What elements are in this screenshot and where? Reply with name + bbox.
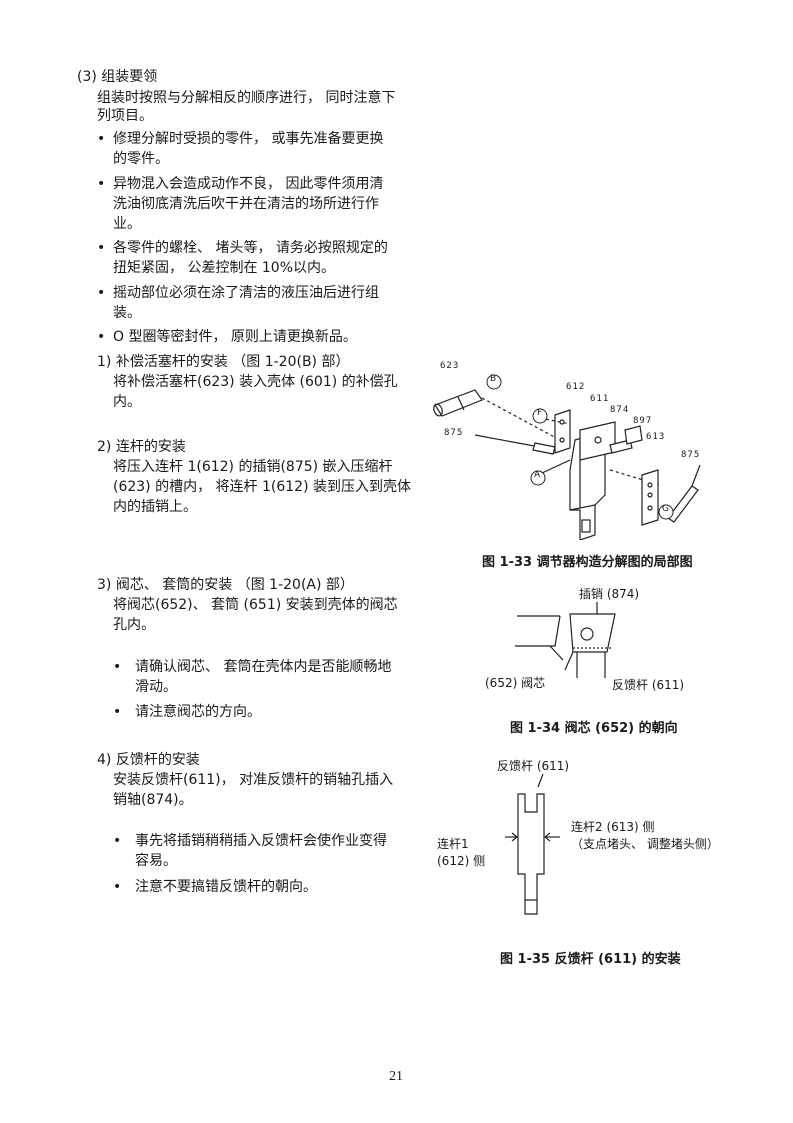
step-2-title: 2) 连杆的安装 [97,439,186,455]
fig34-spool-label: (652) 阀芯 [485,676,546,690]
figure-34-caption: 图 1-34 阀芯 (652) 的朝向 [510,721,678,736]
bullet-2-line-3: 业。 [113,216,141,232]
fig33-callout-a: A [534,470,541,480]
callout-circle-b [486,374,502,390]
callout-circle-g [658,504,674,520]
fig33-label-613: 613 [646,432,666,442]
step-4-title: 4) 反馈杆的安装 [97,752,200,768]
step-2-line-2: (623) 的槽内， 将连杆 1(612) 装到压入到壳体 [113,479,411,495]
fig35-left-label-2: (612) 侧 [437,854,486,868]
bullet-marker: • [113,704,122,720]
fig33-callout-g: G [662,504,669,514]
fig33-label-623: 623 [440,361,460,371]
step-3-note-2: 请注意阀芯的方向。 [135,704,261,720]
step-4-note-1-line-2: 容易。 [135,853,177,869]
bullet-4-line-1: 摇动部位必须在涂了清洁的液压油后进行组 [113,285,379,301]
bullet-marker: • [113,879,122,895]
fig33-label-611: 611 [590,394,610,404]
bullet-marker: • [97,240,106,256]
step-1-line-1: 将补偿活塞杆(623) 装入壳体 (601) 的补偿孔 [113,374,398,390]
step-3-line-2: 孔内。 [113,617,155,633]
bullet-1-line-1: 修理分解时受损的零件， 或事先准备要更换 [113,131,384,147]
step-4-line-2: 销轴(874)。 [113,792,193,808]
step-3-title: 3) 阀芯、 套筒的安装 （图 1-20(A) 部） [97,577,354,593]
fig33-callout-b: B [490,374,497,384]
step-3-note-1-line-1: 请确认阀芯、 套筒在壳体内是否能顺畅地 [135,659,392,675]
bullet-marker: • [97,329,106,345]
bullet-5-line-1: O 型圈等密封件， 原则上请更换新品。 [113,329,357,345]
fig34-pin-label: 插销 (874) [579,587,640,601]
bullet-1-line-2: 的零件。 [113,151,169,167]
fig35-left-label-1: 连杆1 [437,837,469,851]
step-2-line-3: 内的插销上。 [113,499,197,515]
intro-line-2: 列项目。 [97,108,153,124]
step-1-title: 1) 补偿活塞杆的安装 （图 1-20(B) 部） [97,354,350,370]
figure-34-drawing [515,602,616,678]
bullet-2-line-2: 洗油彻底清洗后吹干并在清洁的场所进行作 [113,196,379,212]
figure-35-drawing [505,773,560,915]
callout-circle-a [530,470,546,486]
bullet-3-line-2: 扭矩紧固， 公差控制在 10%以内。 [113,260,336,276]
step-4-line-1: 安装反馈杆(611)， 对准反馈杆的销轴孔插入 [113,772,394,788]
step-4-note-1-line-1: 事先将插销稍稍插入反馈杆会使作业变得 [135,833,387,849]
fig34-lever-label: 反馈杆 (611) [612,678,685,692]
fig33-callout-f: F [537,408,543,418]
step-3-line-1: 将阀芯(652)、 套筒 (651) 安装到壳体的阀芯 [113,597,398,613]
bullet-4-line-2: 装。 [113,305,141,321]
intro-line-1: 组装时按照与分解相反的顺序进行， 同时注意下 [97,90,396,106]
figure-33-caption: 图 1-33 调节器构造分解图的局部图 [482,555,693,570]
step-2-line-1: 将压入连杆 1(612) 的插销(875) 嵌入压缩杆 [113,459,393,475]
figure-33-drawing [433,389,701,540]
fig33-label-897: 897 [633,416,653,426]
bullet-marker: • [113,659,122,675]
bullet-2-line-1: 异物混入会造成动作不良， 因此零件须用清 [113,176,384,192]
bullet-marker: • [97,285,106,301]
fig35-top-label: 反馈杆 (611) [497,759,570,773]
page-number: 21 [389,1069,403,1084]
bullet-marker: • [97,176,106,192]
fig33-label-612: 612 [566,382,586,392]
fig33-label-874: 874 [610,405,630,415]
bullet-marker: • [97,131,106,147]
bullet-marker: • [113,833,122,849]
bullet-3-line-1: 各零件的螺栓、 堵头等， 请务必按照规定的 [113,240,388,256]
step-3-note-1-line-2: 滑动。 [135,679,177,695]
callout-circle-f [532,408,548,424]
figure-35-caption: 图 1-35 反馈杆 (611) 的安装 [500,952,681,967]
step-4-note-2: 注意不要搞错反馈杆的朝向。 [135,879,317,895]
fig35-right-label-2: （支点堵头、 调整堵头侧） [571,837,719,851]
fig33-label-875-left: 875 [444,428,464,438]
section-heading: (3) 组装要领 [77,69,158,85]
step-1-line-2: 内。 [113,394,141,410]
fig35-right-label-1: 连杆2 (613) 侧 [571,820,655,834]
fig33-label-875-right: 875 [681,450,701,460]
